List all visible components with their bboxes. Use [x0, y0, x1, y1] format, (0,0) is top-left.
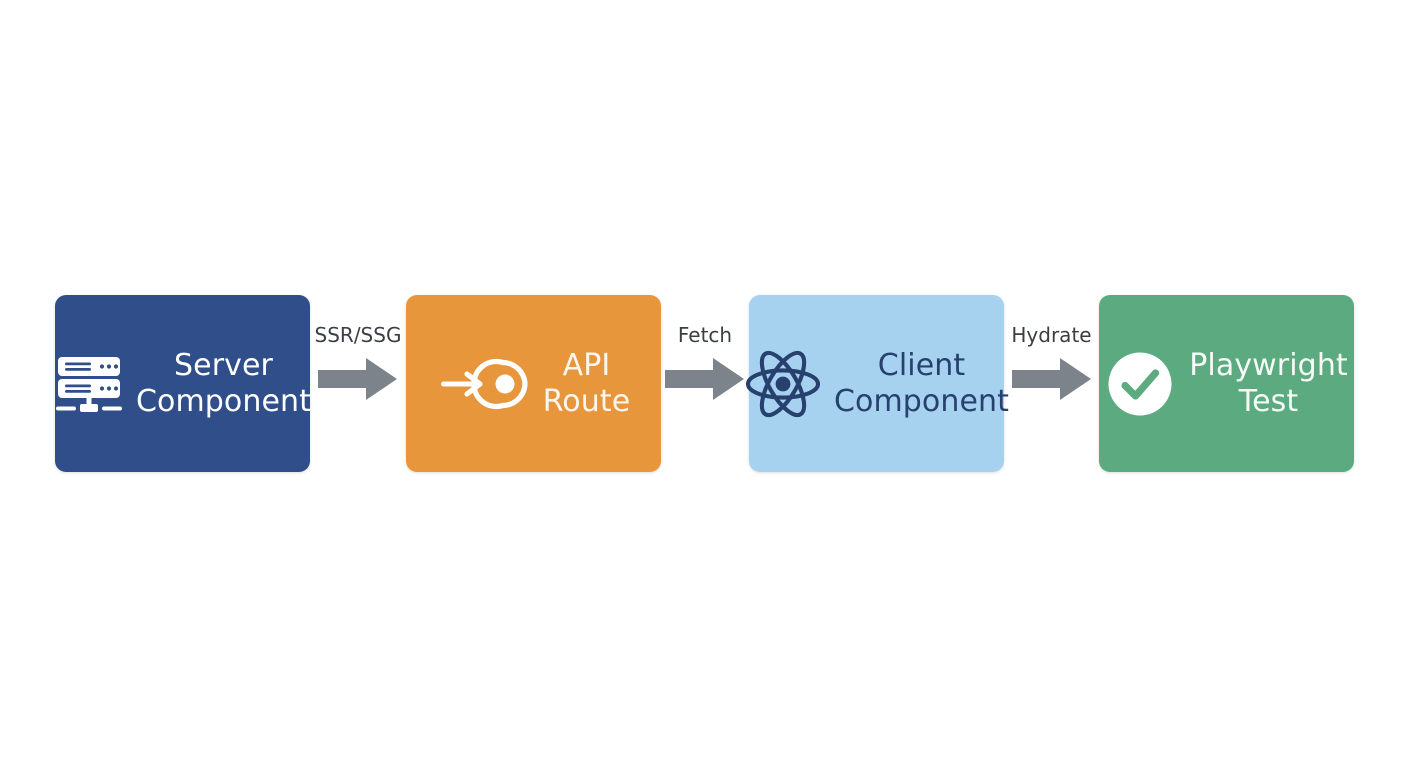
node-playwright-test[interactable]: Playwright Test [1099, 295, 1354, 472]
node-label: Server Component [135, 348, 312, 419]
api-endpoint-icon [437, 353, 537, 415]
node-label: Playwright Test [1189, 348, 1348, 419]
check-circle-icon [1105, 349, 1175, 419]
arrow-right-icon [665, 358, 744, 400]
connector-label: SSR/SSG [314, 323, 402, 347]
connector-hydrate: Hydrate [1004, 325, 1099, 415]
connector-label: Fetch [677, 323, 733, 347]
node-client-component[interactable]: Client Component [745, 295, 1009, 472]
connector-fetch: Fetch [661, 325, 749, 415]
arrow-right-icon [318, 358, 397, 400]
node-label: Client Component [833, 348, 1010, 419]
node-api-route[interactable]: API Route [406, 295, 661, 472]
server-rack-icon [54, 353, 126, 415]
node-label: API Route [542, 348, 631, 419]
connector-label: Hydrate [1011, 323, 1092, 347]
arrow-right-icon [1011, 358, 1091, 400]
react-atom-icon [744, 349, 822, 419]
node-server-component[interactable]: Server Component [54, 295, 312, 472]
connector-ssr-ssg: SSR/SSG [310, 325, 406, 415]
